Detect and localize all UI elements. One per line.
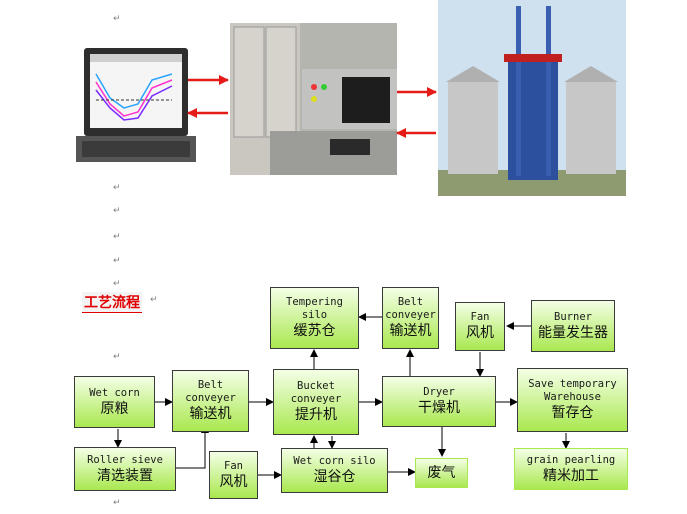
box-belt-conveyer-left: Belt conveyer 输送机	[172, 370, 249, 432]
box-en-label: Wet corn silo	[293, 455, 376, 467]
box-belt-conveyer-top: Belt conveyer 输送机	[382, 287, 439, 349]
box-burner: Burner 能量发生器	[531, 300, 615, 352]
box-wet-corn: Wet corn 原粮	[74, 376, 155, 428]
box-en-label: grain pearling	[526, 453, 616, 466]
box-dryer: Dryer 干燥机	[382, 376, 496, 427]
silo-dryer-image	[438, 0, 626, 196]
paragraph-mark: ↵	[113, 14, 121, 24]
arrow-roller-bucket	[176, 425, 209, 469]
box-fan-top: Fan 风机	[455, 302, 505, 351]
box-warehouse: Save temporary Warehouse 暂存仓	[517, 368, 628, 432]
box-zh-label: 湿谷仓	[313, 469, 356, 485]
box-en-label: Burner	[554, 310, 592, 323]
computer-monitor-image	[76, 46, 196, 164]
box-en-label: Save temporary Warehouse	[528, 378, 617, 403]
box-zh-label: 能量发生器	[538, 324, 608, 341]
control-panel-image	[230, 23, 397, 175]
paragraph-mark: ↵	[113, 183, 121, 193]
box-en-label: Dryer	[423, 386, 455, 398]
box-tempering-silo: Tempering silo 缓苏仓	[270, 287, 359, 349]
box-zh-label: 输送机	[189, 406, 232, 422]
paragraph-mark: ↵	[113, 498, 121, 508]
box-zh-label: 清选装置	[97, 467, 153, 484]
paragraph-mark: ↵	[113, 279, 121, 289]
box-zh-label: 精米加工	[543, 467, 599, 484]
box-en-label: Wet corn	[89, 386, 140, 399]
box-zh-label: 缓苏仓	[293, 323, 336, 339]
box-en-label: Fan	[470, 311, 490, 323]
box-en-label: Bucket conveyer	[290, 380, 342, 405]
box-fan-bottom: Fan 风机	[209, 451, 258, 499]
box-zh-label: 风机	[219, 473, 248, 490]
box-zh-label: 废气	[427, 465, 456, 481]
box-zh-label: 输送机	[389, 323, 432, 339]
box-grain-pearling: grain pearling 精米加工	[514, 448, 628, 490]
box-zh-label: 暂存仓	[551, 405, 594, 421]
box-zh-label: 原粮	[100, 400, 129, 417]
box-bucket-conveyer: Bucket conveyer 提升机	[273, 369, 359, 435]
paragraph-mark: ↵	[113, 352, 121, 362]
box-en-label: Tempering silo	[286, 296, 343, 321]
box-en-label: Belt conveyer	[385, 296, 436, 321]
box-zh-label: 干燥机	[418, 400, 460, 416]
box-roller-sieve: Roller sieve 清选装置	[74, 447, 176, 491]
box-zh-label: 提升机	[295, 407, 337, 423]
box-wet-corn-silo: Wet corn silo 湿谷仓	[281, 448, 388, 493]
box-en-label: Fan	[224, 459, 243, 472]
paragraph-mark: ↵	[113, 206, 121, 216]
box-en-label: Belt conveyer	[185, 379, 236, 404]
paragraph-mark: ↵	[113, 256, 121, 266]
box-zh-label: 风机	[466, 325, 494, 341]
box-en-label: Roller sieve	[87, 453, 163, 466]
box-waste-gas: 废气	[415, 458, 468, 488]
section-title: 工艺流程	[82, 292, 142, 313]
paragraph-mark: ↵	[150, 295, 158, 305]
paragraph-mark: ↵	[113, 232, 121, 242]
